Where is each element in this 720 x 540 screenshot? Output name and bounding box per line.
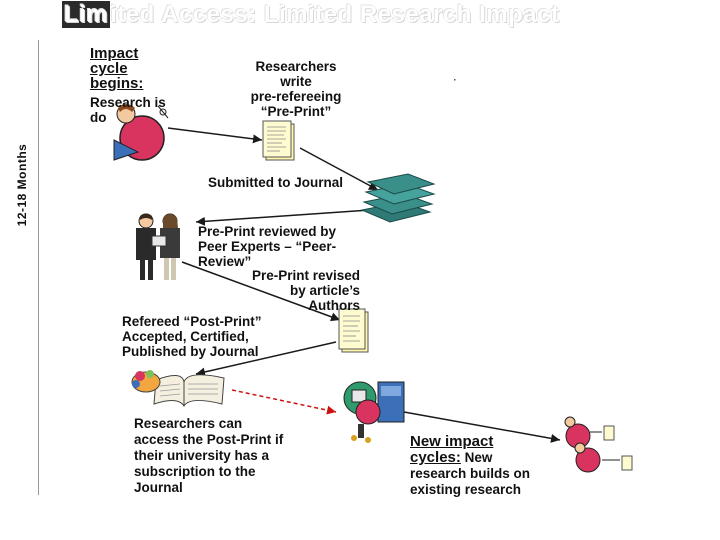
- arrow-review-to-revised: [181, 261, 341, 322]
- impact-heading-line-3: begins:: [90, 75, 144, 92]
- arrow-preprint-to-journal: [299, 147, 379, 191]
- reviewed-line-1: Pre-Print reviewed by: [198, 224, 337, 239]
- write-line-1: Researchers: [255, 59, 337, 74]
- page-title: Limited Access: Limited Research Impact: [62, 1, 642, 28]
- research-done-line-1: Research is: [90, 95, 166, 110]
- timeline-line: [38, 40, 39, 495]
- reviewed-label: Pre-Print reviewed by Peer Experts – “Pe…: [198, 224, 336, 269]
- title-lead: Lim: [62, 1, 111, 28]
- impact-heading-line-1: Impact: [90, 45, 139, 62]
- impact-heading-line-2: cycle: [90, 60, 128, 77]
- access-line-2: access the Post-Print if: [134, 432, 284, 447]
- new-cycle-body-line-2: research builds on: [410, 466, 531, 481]
- research-done-label: Research is do: [90, 95, 166, 125]
- refereed-label: Refereed “Post-Print” Accepted, Certifie…: [122, 314, 262, 359]
- write-line-3: pre-refereeing: [250, 89, 342, 104]
- title-rest: ited Access: Limited Research Impact: [110, 1, 560, 28]
- new-cycle-heading-line-1: New impact: [410, 433, 494, 450]
- researcher-icon: [113, 104, 169, 161]
- revised-label: Pre-Print revised by article’s Authors: [220, 268, 360, 313]
- arrow-revised-to-published: [195, 341, 337, 377]
- journal-stack-icon: [360, 173, 436, 223]
- write-line-4: “Pre-Print”: [260, 104, 332, 119]
- preprint-document-icon: [262, 120, 295, 161]
- arrow-research-to-preprint: [167, 127, 263, 144]
- arrow-reader-to-newcycle: [403, 411, 561, 443]
- impact-heading: Impact cycle begins:: [90, 46, 143, 91]
- published-journal-icon: [131, 370, 225, 407]
- reviewed-line-2: Peer Experts – “Peer-: [198, 239, 337, 254]
- reviewed-line-3: Review”: [198, 254, 252, 269]
- access-line-4: subscription to the: [134, 464, 256, 479]
- revised-document-icon: [338, 308, 369, 353]
- small-dot-marker: [454, 79, 456, 81]
- refereed-line-2: Accepted, Certified,: [122, 329, 249, 344]
- new-cycle-body-line-3: existing research: [410, 482, 522, 497]
- access-line-1: Researchers can: [134, 416, 243, 431]
- submitted-label: Submitted to Journal: [208, 175, 343, 190]
- refereed-line-1: Refereed “Post-Print”: [122, 314, 262, 329]
- access-line-5: Journal: [134, 480, 183, 495]
- research-done-line-2: do: [90, 110, 107, 125]
- new-cycle-researchers-icon: [564, 416, 633, 473]
- revised-line-3: Authors: [308, 298, 360, 313]
- refereed-line-3: Published by Journal: [122, 344, 259, 359]
- revised-line-1: Pre-Print revised: [251, 268, 360, 283]
- arrow-journal-to-review: [195, 209, 371, 226]
- new-cycle-heading-line-2: cycles:: [410, 449, 461, 466]
- reader-at-computer-icon: [343, 381, 405, 443]
- write-preprint-label: Researchers write pre-refereeing “Pre-Pr…: [230, 59, 362, 119]
- new-cycle-body-line-1: New: [464, 450, 493, 465]
- access-label: Researchers can access the Post-Print if…: [134, 416, 283, 496]
- new-cycle-label: New impact cycles: New research builds o…: [410, 434, 530, 498]
- access-line-3: their university has a: [134, 448, 270, 463]
- peer-reviewers-icon: [136, 213, 180, 280]
- write-line-2: write: [280, 74, 312, 89]
- revised-line-2: by article’s: [289, 283, 360, 298]
- arrow-published-to-reader: [231, 389, 337, 415]
